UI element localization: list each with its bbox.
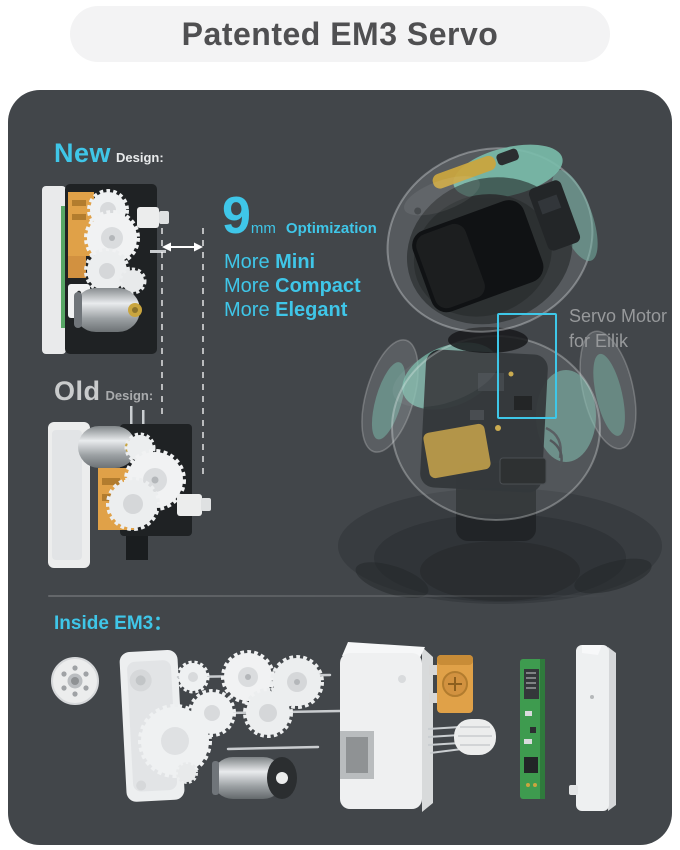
new-servo-illustration: [42, 184, 169, 354]
old-servo-illustration: [48, 406, 211, 568]
exploded-view-illustration: [51, 642, 616, 812]
size-comparison-lines: [161, 228, 204, 477]
page-title: Patented EM3 Servo: [181, 15, 499, 52]
output-shaft: [177, 494, 202, 516]
robot-body-internals: [402, 342, 596, 493]
benefit-item: More Compact: [224, 275, 361, 297]
optimization-callout: 9mm Optimization: [222, 186, 377, 246]
servo-highlight-box: [497, 313, 557, 419]
optimization-number: 9: [222, 187, 251, 245]
servo-motor-note: Servo Motor for Eilik: [569, 304, 667, 354]
pin-gear-illustration: [427, 719, 496, 755]
gear-train-illustration: [138, 650, 342, 784]
pcb-edge: [61, 206, 67, 328]
robot-neck: [448, 327, 528, 353]
back-cover-illustration: [569, 645, 616, 811]
new-suffix: Design:: [116, 150, 164, 165]
double-arrow-icon: [162, 242, 203, 252]
benefit-item: More Mini: [224, 251, 316, 273]
robot-head: [386, 144, 598, 333]
gear-cluster: [106, 432, 186, 531]
dc-motor: [74, 288, 142, 332]
servo-case-illustration: [340, 642, 433, 812]
title-pill: Patented EM3 Servo: [70, 6, 610, 62]
old-suffix: Design:: [105, 388, 154, 403]
output-shaft: [137, 207, 159, 228]
potentiometer-illustration: [429, 655, 473, 713]
old-word: Old: [54, 376, 101, 406]
old-design-label: Old Design:: [54, 376, 153, 407]
new-word: New: [54, 138, 112, 168]
motor-illustration: [212, 757, 297, 799]
servo-note-line1: Servo Motor: [569, 306, 668, 326]
gear-cluster: [84, 189, 147, 295]
optimization-word: Optimization: [285, 220, 377, 237]
servo-note-line2: for Eilik: [569, 331, 629, 351]
section-divider: [48, 595, 610, 597]
benefit-item: More Elegant: [224, 299, 348, 321]
servo-horn-illustration: [51, 657, 99, 705]
mount-bracket: [42, 186, 66, 354]
eilik-robot-illustration: [338, 144, 662, 604]
optimization-unit: mm: [250, 220, 276, 237]
benefit-list: More Mini More Compact More Elegant: [224, 250, 361, 322]
new-design-label: New Design:: [54, 138, 164, 169]
inside-em3-label: Inside EM3：: [54, 613, 173, 634]
pcb-illustration: [520, 659, 545, 799]
